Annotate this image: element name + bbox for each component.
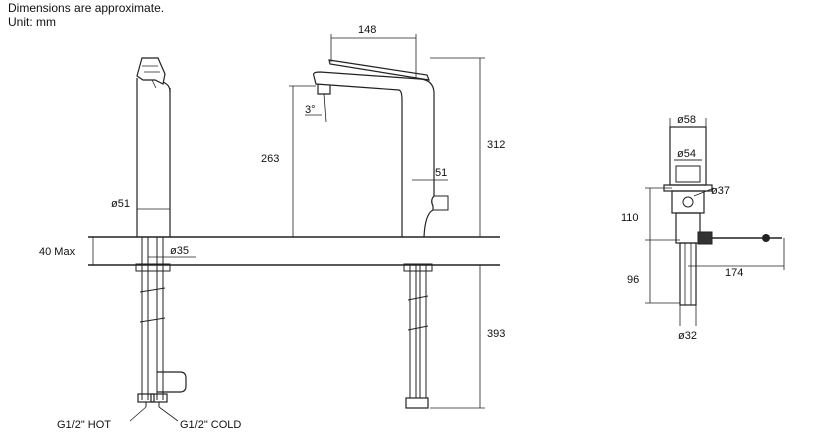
popup-inner-diameter-label: ø54 — [677, 148, 696, 160]
popup-rod-length-label: 174 — [725, 267, 743, 279]
popup-upper-length-label: 110 — [621, 212, 639, 224]
tilt-angle-label: 3° — [305, 104, 316, 116]
counter-lines — [88, 236, 500, 266]
outlet-height-label: 263 — [261, 153, 279, 165]
counter-max-label: 40 Max — [39, 246, 76, 258]
body-diameter-label: ø51 — [111, 198, 130, 210]
popup-top-diameter-label: ø58 — [677, 114, 696, 126]
hot-connection-label: G1/2" HOT — [57, 419, 111, 431]
total-height-label: 312 — [487, 139, 505, 151]
faucet-front-view — [289, 34, 485, 409]
cold-connection-label: G1/2" COLD — [180, 419, 241, 431]
popup-waste-view — [645, 118, 785, 326]
popup-flange-diameter-label: ø37 — [711, 185, 730, 197]
hole-diameter-label: ø35 — [170, 245, 189, 257]
popup-lower-length-label: 96 — [627, 274, 639, 286]
faucet-side-view — [129, 57, 196, 422]
below-counter-label: 393 — [487, 328, 505, 340]
unit-note: Unit: mm — [8, 15, 56, 29]
spout-reach-label: 148 — [358, 24, 376, 36]
popup-tail-diameter-label: ø32 — [678, 330, 697, 342]
approximate-note: Dimensions are approximate. — [8, 1, 165, 15]
spout-width-label: 51 — [435, 167, 447, 179]
drawing-notes: Dimensions are approximate. Unit: mm — [8, 1, 164, 29]
